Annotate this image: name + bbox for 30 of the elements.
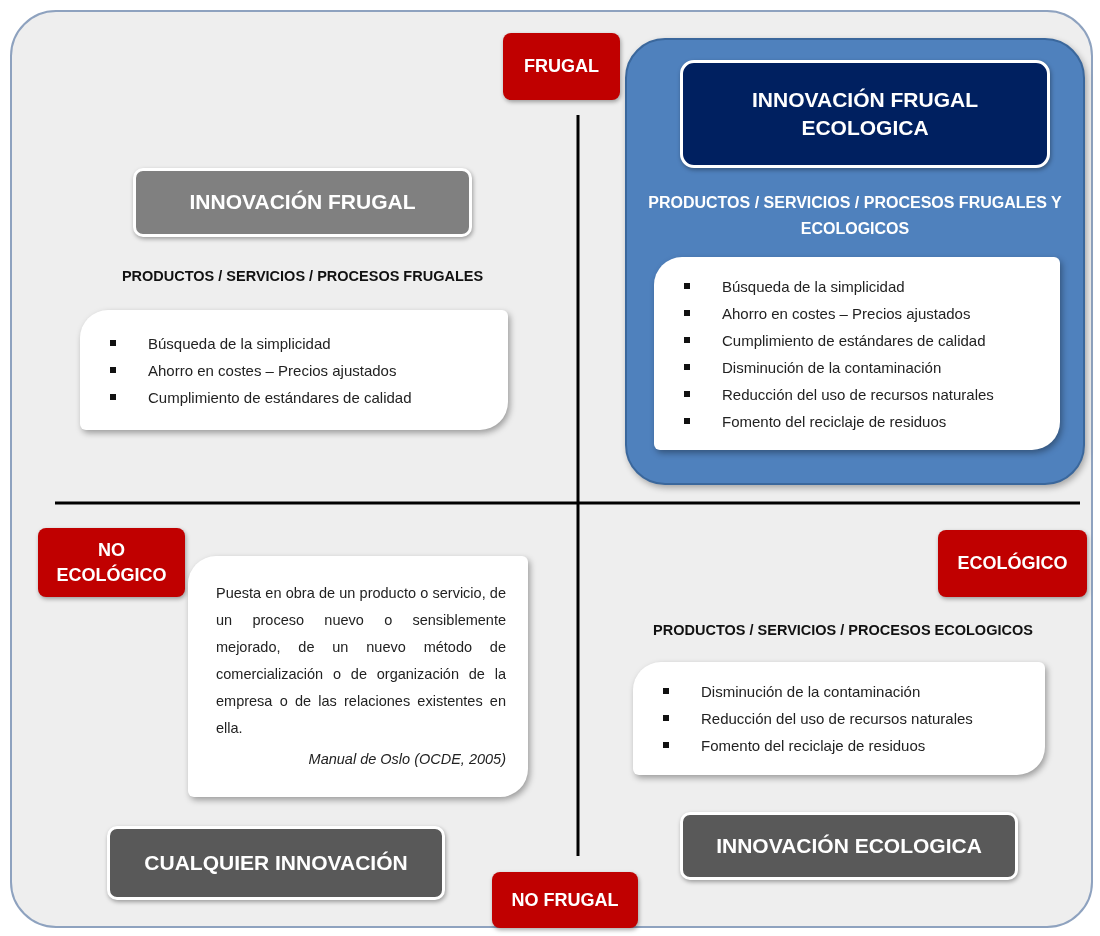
- bullet-card: [654, 257, 1060, 450]
- title-box: INNOVACIÓN ECOLOGICA: [680, 812, 1018, 880]
- axis-tag: NO ECOLÓGICO: [38, 528, 185, 597]
- quote-card: [188, 556, 528, 797]
- section-heading: PRODUCTOS / SERVICIOS / PROCESOS FRUGALES: [120, 268, 485, 284]
- bullet-item: Reducción del uso de recursos naturales: [663, 705, 1025, 732]
- bullet-item: Cumplimiento de estándares de calidad: [684, 326, 1040, 354]
- bullet-item: Búsqueda de la simplicidad: [110, 329, 488, 357]
- bullet-item: Ahorro en costes – Precios ajustados: [110, 356, 488, 384]
- section-heading: PRODUCTOS / SERVICIOS / PROCESOS ECOLOGICOS: [652, 622, 1034, 638]
- title-box: INNOVACIÓN FRUGAL: [133, 168, 472, 237]
- bullet-item: Disminución de la contaminación: [663, 678, 1025, 705]
- bullet-item: Reducción del uso de recursos naturales: [684, 380, 1040, 408]
- bullet-card: [633, 662, 1045, 775]
- definition-text: Puesta en obra de un producto o servicio, de un proceso nuevo o sensiblemente mejorado, de un nuevo método de comercialización o de organización de la empresa o de las relaciones existentes en ella.: [216, 584, 506, 738]
- axis-tag: NO FRUGAL: [492, 872, 638, 928]
- quadrant-panel: [625, 38, 1085, 485]
- bullet-item: Ahorro en costes – Precios ajustados: [684, 299, 1040, 327]
- panel-heading: PRODUCTOS / SERVICIOS / PROCESOS FRUGALES Y ECOLOGICOS: [647, 193, 1063, 239]
- bullet-item: Disminución de la contaminación: [684, 353, 1040, 381]
- bullet-card: [80, 310, 508, 430]
- title-box: INNOVACIÓN FRUGAL ECOLOGICA: [680, 60, 1050, 168]
- bullet-item: Fomento del reciclaje de residuos: [663, 732, 1025, 759]
- bullet-item: Cumplimiento de estándares de calidad: [110, 383, 488, 411]
- axis-tag: FRUGAL: [503, 33, 620, 100]
- axis-tag: ECOLÓGICO: [938, 530, 1087, 597]
- bullet-item: Búsqueda de la simplicidad: [684, 272, 1040, 300]
- bullet-item: Fomento del reciclaje de residuos: [684, 407, 1040, 435]
- title-box: CUALQUIER INNOVACIÓN: [107, 826, 445, 900]
- source-citation: Manual de Oslo (OCDE, 2005): [307, 750, 506, 769]
